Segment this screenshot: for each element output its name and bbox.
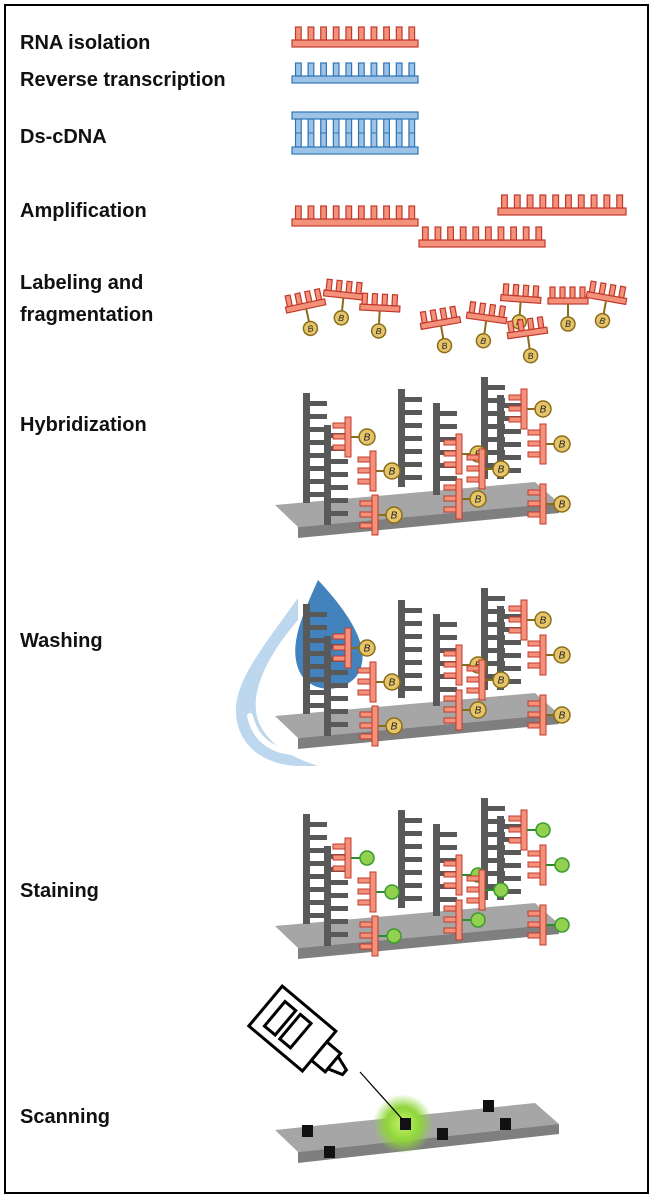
svg-text:B: B bbox=[540, 405, 547, 416]
rna-single-strand-icon bbox=[291, 26, 419, 48]
step-labeling-label-line2: fragmentation bbox=[20, 304, 154, 326]
svg-text:B: B bbox=[480, 336, 487, 347]
step-amplification-label: Amplification bbox=[20, 200, 147, 222]
step-staining-label: Staining bbox=[20, 880, 99, 902]
svg-text:B: B bbox=[565, 319, 571, 329]
svg-text:B: B bbox=[559, 500, 566, 511]
svg-text:B: B bbox=[375, 326, 382, 336]
svg-text:B: B bbox=[364, 433, 371, 444]
amplified-strands-icon bbox=[291, 194, 627, 248]
step-scanning-label: Scanning bbox=[20, 1106, 111, 1128]
svg-text:B: B bbox=[441, 340, 449, 351]
scanning-chip-icon bbox=[246, 984, 559, 1163]
step-ds-cdna-label: Ds-cDNA bbox=[20, 126, 107, 148]
svg-text:B: B bbox=[391, 511, 398, 522]
ds-cdna-icon bbox=[291, 111, 419, 155]
svg-text:B: B bbox=[307, 323, 315, 334]
svg-text:B: B bbox=[364, 644, 371, 655]
svg-text:B: B bbox=[498, 465, 505, 476]
svg-text:B: B bbox=[559, 440, 566, 451]
step-washing-label: Washing bbox=[20, 630, 103, 652]
svg-text:B: B bbox=[391, 722, 398, 733]
step-labeling-label-line1: Labeling and bbox=[20, 272, 144, 294]
svg-text:B: B bbox=[475, 706, 482, 717]
svg-text:B: B bbox=[559, 711, 566, 722]
svg-text:B: B bbox=[559, 651, 566, 662]
svg-text:B: B bbox=[498, 676, 505, 687]
svg-text:B: B bbox=[338, 313, 345, 324]
svg-text:B: B bbox=[540, 616, 547, 627]
svg-text:B: B bbox=[527, 351, 534, 362]
svg-text:B: B bbox=[599, 315, 607, 326]
svg-text:B: B bbox=[389, 467, 396, 478]
svg-text:B: B bbox=[389, 678, 396, 689]
staining-chip-icon bbox=[275, 798, 570, 959]
step-reverse-transcription-label: Reverse transcription bbox=[20, 69, 226, 91]
svg-text:B: B bbox=[475, 495, 482, 506]
cdna-single-strand-icon bbox=[291, 62, 419, 84]
step-rna-isolation-label: RNA isolation bbox=[20, 32, 151, 54]
step-hybridization-label: Hybridization bbox=[20, 414, 147, 436]
